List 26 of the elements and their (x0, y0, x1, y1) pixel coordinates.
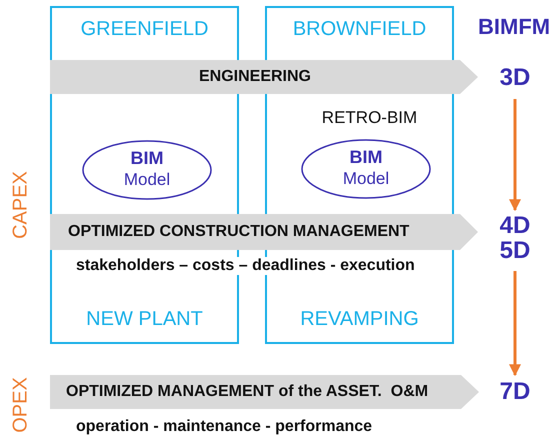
model-subtitle: Model (122, 170, 172, 190)
model-title: BIM (130, 148, 164, 169)
band-label: OPTIMIZED MANAGEMENT of the ASSET. O&M (66, 382, 428, 400)
process-arrow-band (50, 214, 478, 250)
model-ellipse (82, 140, 212, 200)
process-arrow-band (50, 60, 478, 94)
model-ellipse (301, 139, 431, 199)
panel-heading: REVAMPING (299, 308, 420, 331)
panel-subtitle: RETRO-BIM (320, 108, 418, 128)
panel-heading: NEW PLANT (85, 308, 204, 331)
dimension-label: 3D (490, 63, 540, 93)
phase-label: CAPEX (10, 171, 32, 239)
process-arrow-band (50, 375, 479, 409)
dimension-label: 4D (490, 212, 540, 240)
dimension-label: 7D (490, 377, 540, 407)
arrow (509, 271, 521, 376)
column-heading: BIMFM (478, 14, 550, 40)
model-subtitle: Model (342, 169, 390, 189)
phase-label: OPEX (10, 377, 32, 433)
panel-heading: BROWNFIELD (292, 18, 428, 41)
arrow (509, 99, 521, 212)
dimension-label: 5D (490, 237, 540, 265)
panel-heading: GREENFIELD (80, 18, 210, 41)
band-label: OPTIMIZED CONSTRUCTION MANAGEMENT (68, 222, 410, 240)
model-title: BIM (348, 147, 384, 168)
band-label: ENGINEERING (198, 68, 312, 86)
